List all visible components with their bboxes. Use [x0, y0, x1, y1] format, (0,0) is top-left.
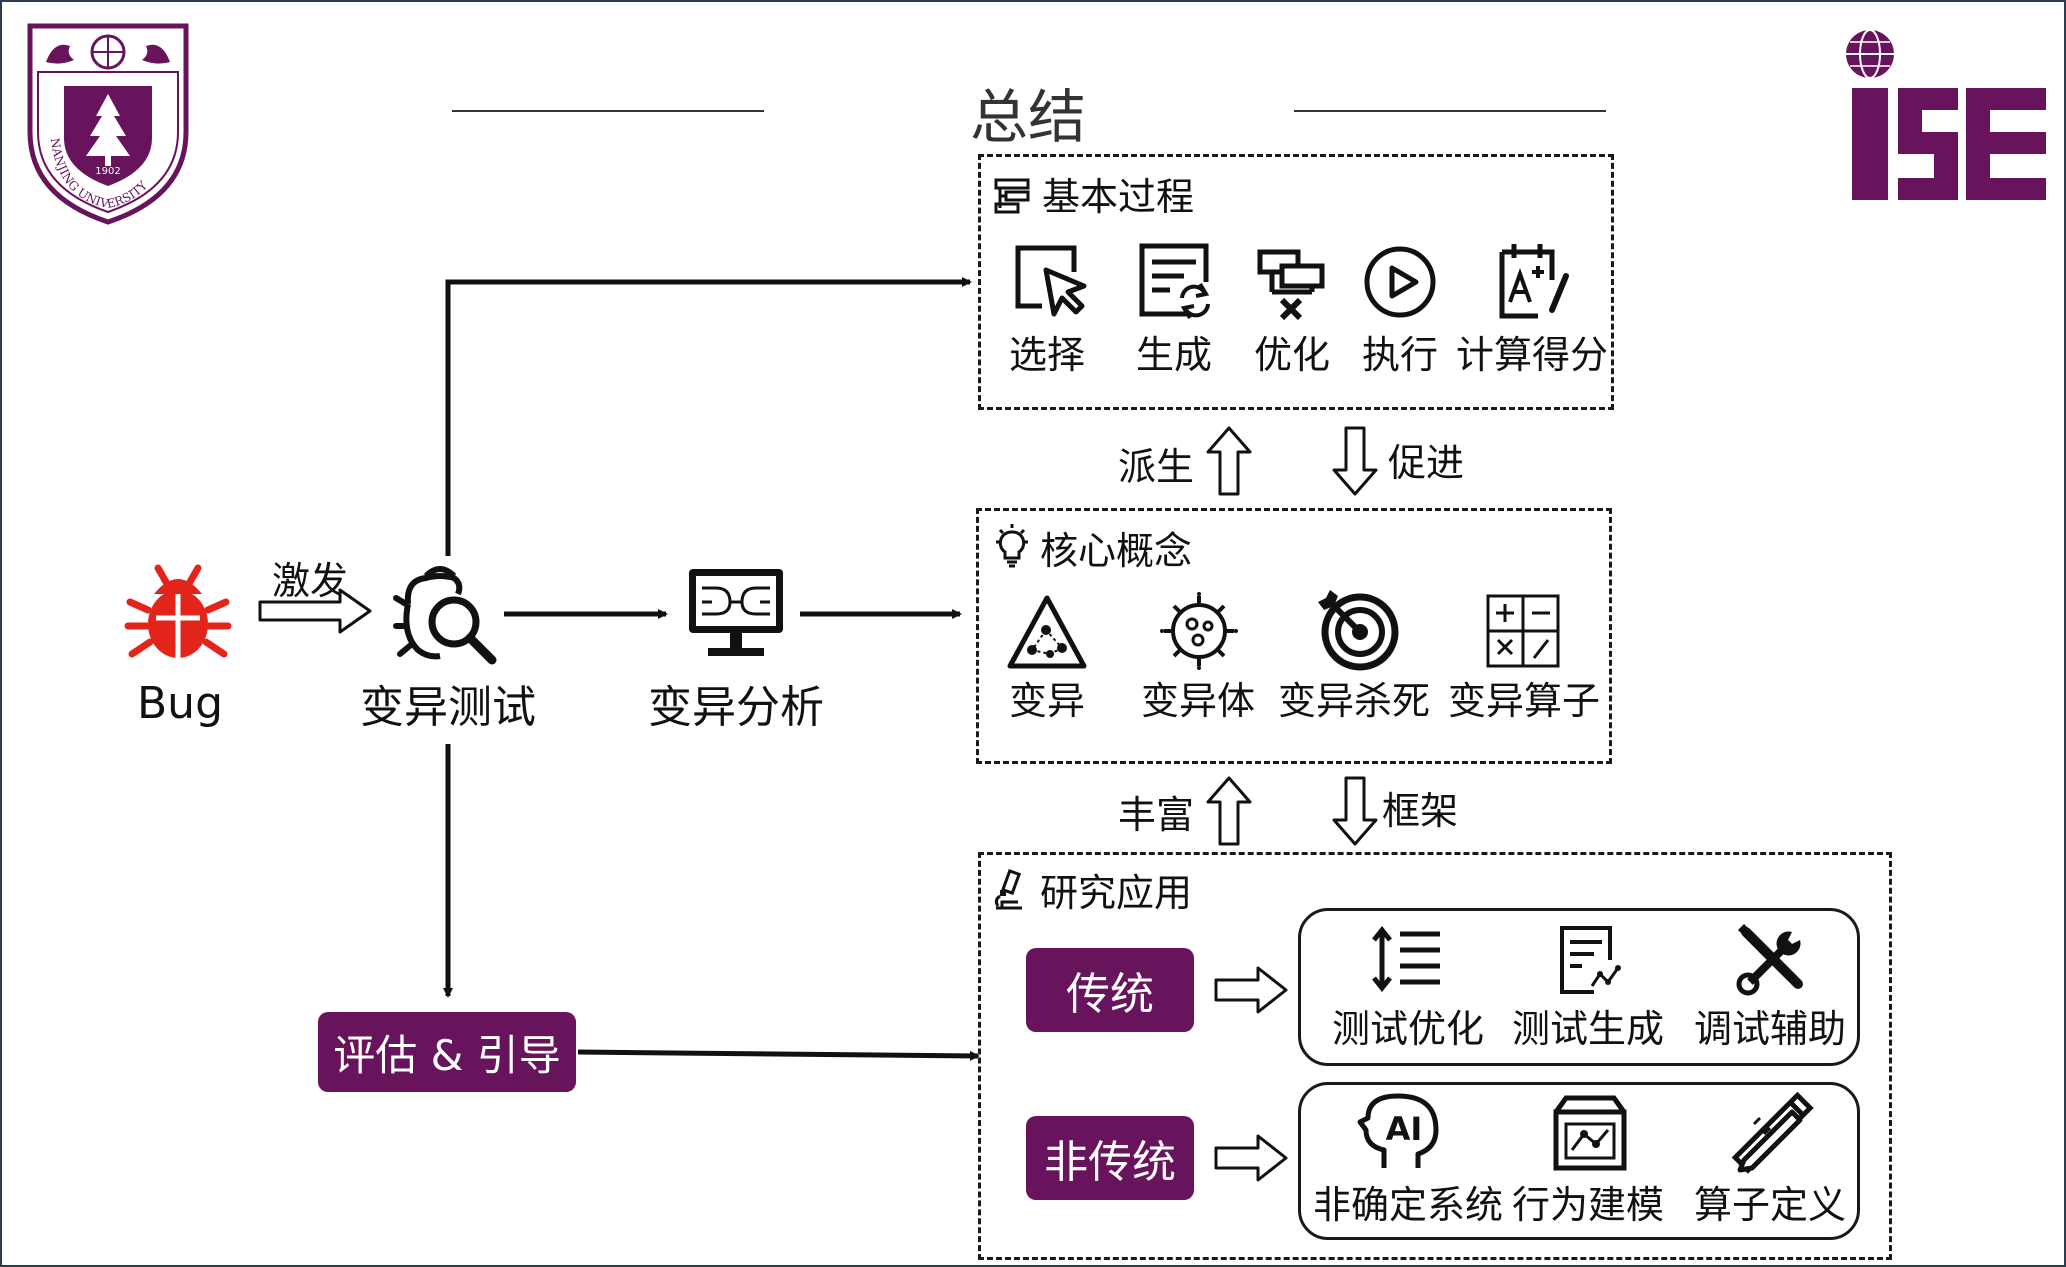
concept-label-operator: 变异算子	[1447, 679, 1601, 723]
line-eval-to-research	[577, 1049, 980, 1061]
mutation-analysis-label: 变异分析	[648, 682, 824, 733]
triangle-network-icon	[1007, 595, 1087, 669]
mutation-testing-icon	[393, 566, 497, 665]
line-to-basic-process	[445, 277, 972, 556]
non-traditional-hollow-arrow	[1214, 1134, 1288, 1182]
core-concepts-box	[976, 508, 1612, 764]
concept-label-mutation: 变异	[1008, 679, 1086, 723]
frame-label: 框架	[1382, 789, 1459, 833]
enrich-label: 丰富	[1118, 793, 1195, 837]
concept-label-kill: 变异杀死	[1277, 679, 1431, 723]
ai-head-icon: AI	[1357, 1093, 1439, 1168]
trad-label-debug: 调试辅助	[1693, 1007, 1847, 1051]
traditional-label: 传统	[1066, 969, 1154, 1020]
box-graph-icon	[1553, 1095, 1627, 1171]
derive-up-arrow	[1206, 426, 1252, 496]
svg-text:AI: AI	[1386, 1110, 1423, 1148]
research-apps-box	[978, 852, 1892, 1260]
microscope-icon	[994, 868, 1022, 910]
sort-list-icon	[1372, 925, 1440, 993]
virus-icon	[1160, 592, 1238, 670]
trad-label-test-opt: 测试优化	[1331, 1007, 1485, 1051]
tools-icon	[1736, 924, 1803, 996]
derive-label: 派生	[1118, 445, 1195, 489]
non-traditional-label: 非传统	[1044, 1137, 1176, 1188]
basic-process-box	[978, 154, 1614, 410]
trigger-hollow-arrow	[258, 588, 372, 634]
traditional-apps-box	[1298, 908, 1860, 1066]
cursor-select-icon	[1015, 245, 1087, 317]
nanjing-university-logo: 1902 NANJING UNIVERSITY	[27, 23, 189, 225]
bug-label: Bug	[136, 678, 224, 729]
traditional-badge: 传统	[1026, 948, 1194, 1032]
target-arrow-icon	[1318, 590, 1399, 671]
page-title: 总结	[970, 83, 1087, 151]
process-icon	[994, 178, 1030, 214]
traditional-hollow-arrow	[1214, 966, 1288, 1014]
nontrad-label-nondet: 非确定系统	[1312, 1183, 1504, 1227]
promote-label: 促进	[1388, 441, 1465, 485]
nontrad-label-operator-def: 算子定义	[1693, 1183, 1847, 1227]
shapes-remove-icon	[1257, 249, 1325, 321]
svg-text:1902: 1902	[95, 166, 120, 177]
basic-process-title: 基本过程	[1042, 175, 1195, 219]
non-traditional-badge: 非传统	[1026, 1116, 1194, 1200]
lightbulb-icon	[996, 524, 1028, 568]
process-label-generate: 生成	[1135, 333, 1213, 377]
title-rule-left	[452, 110, 764, 112]
process-label-score: 计算得分	[1455, 333, 1609, 377]
non-traditional-apps-box	[1298, 1082, 1860, 1240]
concept-label-mutant: 变异体	[1140, 679, 1256, 723]
enrich-up-arrow	[1206, 776, 1252, 846]
ise-logo	[1846, 29, 2046, 200]
mutation-analysis-icon	[689, 569, 783, 656]
document-refresh-icon	[1139, 243, 1210, 320]
document-chart-icon	[1560, 926, 1621, 994]
title-rule-right	[1294, 110, 1606, 112]
nontrad-label-behavior: 行为建模	[1511, 1183, 1665, 1227]
process-label-select: 选择	[1008, 333, 1086, 377]
core-concepts-title: 核心概念	[1040, 529, 1193, 573]
eval-guide-label: 评估 & 引导	[333, 1030, 561, 1080]
calculator-icon	[1486, 594, 1560, 668]
trad-label-test-gen: 测试生成	[1511, 1007, 1665, 1051]
trigger-label: 激发	[272, 559, 349, 603]
promote-down-arrow	[1332, 426, 1378, 496]
mutation-testing-label: 变异测试	[360, 682, 536, 733]
frame-down-arrow	[1332, 776, 1378, 846]
ruler-pencil-icon	[1731, 1091, 1814, 1174]
bug-icon	[124, 564, 232, 658]
research-apps-title: 研究应用	[1040, 871, 1193, 915]
score-grade-icon	[1499, 244, 1569, 319]
process-label-optimize: 优化	[1253, 333, 1331, 377]
eval-guide-badge: 评估 & 引导	[318, 1012, 576, 1092]
process-label-execute: 执行	[1361, 333, 1439, 377]
play-circle-icon	[1364, 246, 1436, 318]
